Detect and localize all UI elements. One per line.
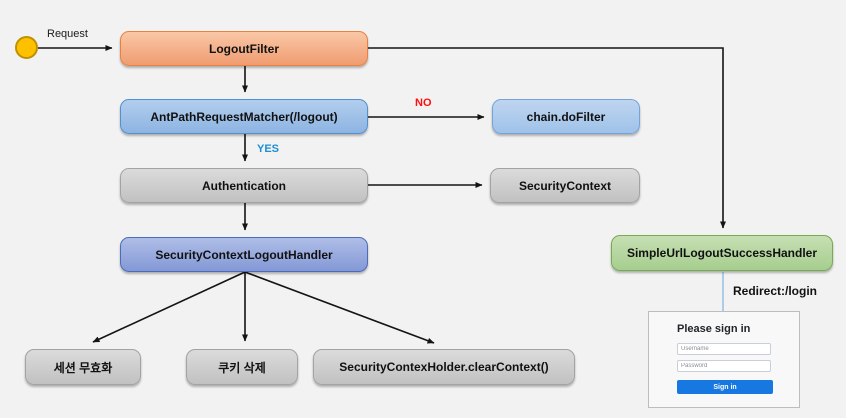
password-input[interactable] <box>677 360 771 372</box>
node-logout-filter: LogoutFilter <box>120 31 368 66</box>
yes-edge-label: YES <box>257 143 280 155</box>
node-cookie-deletion: 쿠키 삭제 <box>186 349 298 385</box>
request-start-node <box>15 36 38 59</box>
login-form-panel: Please sign in Sign in <box>648 311 800 408</box>
no-edge-label: NO <box>415 97 432 109</box>
node-session-invalidation: 세션 무효화 <box>25 349 141 385</box>
node-clear-context: SecurityContexHolder.clearContext() <box>313 349 575 385</box>
login-form-title: Please sign in <box>677 323 751 335</box>
redirect-edge-label: Redirect:/login <box>733 284 818 298</box>
node-security-context-logout-handler: SecurityContextLogoutHandler <box>120 237 368 272</box>
sign-in-button[interactable]: Sign in <box>677 380 773 394</box>
request-edge-label: Request <box>47 28 88 40</box>
node-ant-path-request-matcher: AntPathRequestMatcher(/logout) <box>120 99 368 134</box>
node-simple-url-logout-success-handler: SimpleUrlLogoutSuccessHandler <box>611 235 833 271</box>
node-chain-dofilter: chain.doFilter <box>492 99 640 134</box>
node-security-context: SecurityContext <box>490 168 640 203</box>
username-input[interactable] <box>677 343 771 355</box>
node-authentication: Authentication <box>120 168 368 203</box>
